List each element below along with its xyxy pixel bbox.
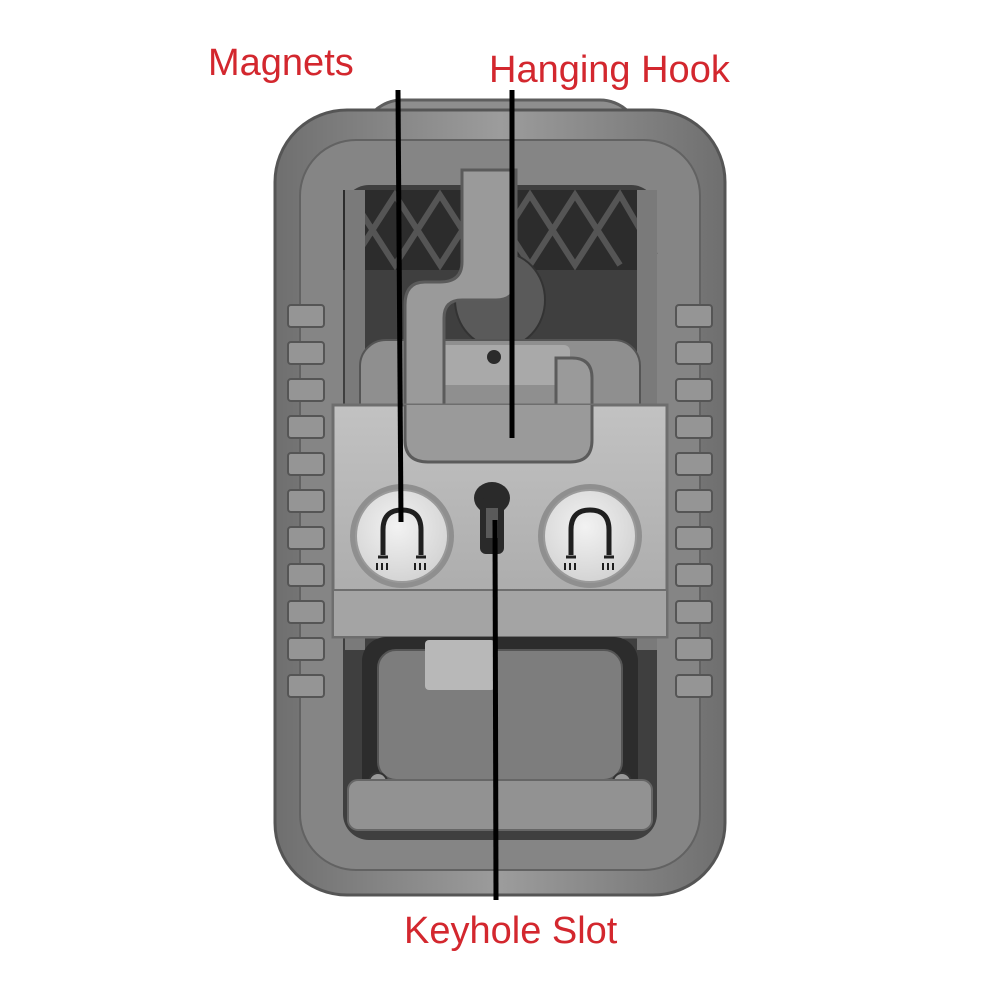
grip-rib — [675, 489, 713, 513]
grip-rib — [675, 452, 713, 476]
grip-rib — [675, 637, 713, 661]
grip-rib — [675, 415, 713, 439]
keyhole-slot-label: Keyhole Slot — [404, 910, 618, 952]
magnet-icon — [564, 507, 614, 570]
grip-rib — [287, 452, 325, 476]
right-grip-ribs — [675, 304, 713, 698]
grip-rib — [287, 674, 325, 698]
grip-rib — [287, 489, 325, 513]
grip-rib — [675, 378, 713, 402]
grip-rib — [675, 304, 713, 328]
keyhole-slot-leader-line — [492, 519, 499, 901]
screw-icon — [487, 350, 501, 364]
hanging-hook-label: Hanging Hook — [489, 49, 730, 91]
magnets-label: Magnets — [208, 42, 354, 84]
grip-rib — [675, 563, 713, 587]
grip-rib — [675, 600, 713, 624]
magnet-left — [350, 484, 454, 588]
grip-rib — [287, 378, 325, 402]
magnet-right — [538, 484, 642, 588]
grip-rib — [675, 341, 713, 365]
power-switch — [425, 640, 495, 690]
lamp-bottom-rim — [347, 779, 653, 831]
grip-rib — [675, 674, 713, 698]
grip-rib — [287, 637, 325, 661]
lamp-lens — [377, 649, 623, 781]
grip-rib — [287, 415, 325, 439]
grip-rib — [675, 526, 713, 550]
grip-rib — [287, 600, 325, 624]
grip-rib — [287, 304, 325, 328]
left-grip-ribs — [287, 304, 325, 698]
grip-rib — [287, 526, 325, 550]
grip-rib — [287, 341, 325, 365]
lamp-head-center — [420, 345, 570, 385]
magnets-leader-line — [395, 89, 404, 523]
grip-rib — [287, 563, 325, 587]
